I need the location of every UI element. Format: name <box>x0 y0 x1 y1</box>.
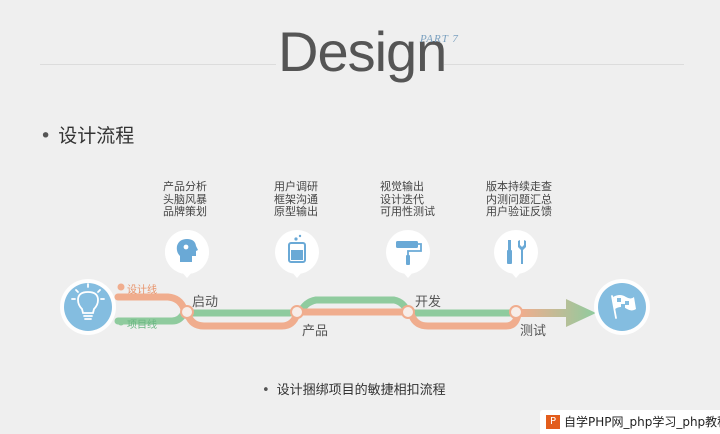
bullet: • <box>262 383 270 398</box>
step-text-4: 版本持续走查内测问题汇总用户验证反馈 <box>486 180 552 218</box>
head-profile-icon <box>176 239 198 262</box>
step-text-2: 用户调研框架沟通原型输出 <box>274 180 318 218</box>
checkered-flag-icon <box>611 295 636 319</box>
paint-roller-icon <box>396 241 422 265</box>
design-line-label: 设计线 <box>127 285 157 296</box>
stage-label-test: 测试 <box>520 324 547 339</box>
section-heading: • 设计流程 <box>40 121 134 148</box>
bubble-step-1 <box>164 230 209 278</box>
stage-label-develop: 开发 <box>415 295 442 310</box>
project-line-dot <box>117 318 125 326</box>
stage-label-product: 产品 <box>302 324 329 339</box>
end-circle <box>594 279 650 335</box>
project-line-label: 项目线 <box>127 320 157 331</box>
title-rule-right <box>444 64 684 65</box>
step-text-1: 产品分析头脑风暴品牌策划 <box>163 180 207 218</box>
junction-nodes <box>180 305 523 319</box>
bubble-step-4 <box>494 230 538 278</box>
stage-label-start: 启动 <box>192 295 219 310</box>
beaker-icon <box>288 234 306 263</box>
section-heading-text: 设计流程 <box>58 125 135 147</box>
title-rule-left <box>40 64 276 65</box>
page-title: Design <box>278 20 447 83</box>
node-test <box>509 305 523 319</box>
lightbulb-icon <box>71 283 105 320</box>
step-text-3: 视觉输出设计迭代可用性测试 <box>380 180 435 218</box>
bullet: • <box>40 125 52 147</box>
design-line-dot <box>117 283 125 291</box>
end-arrow <box>520 299 596 327</box>
bubble-step-2 <box>275 230 319 278</box>
watermark: P 自学PHP网_php学习_php教程 <box>540 410 720 434</box>
start-circle <box>60 279 116 335</box>
node-start <box>180 305 194 319</box>
footer-note: • 设计捆绑项目的敏捷相扣流程 <box>262 379 446 398</box>
footer-note-text: 设计捆绑项目的敏捷相扣流程 <box>276 383 446 398</box>
bubble-step-3 <box>386 230 430 278</box>
watermark-text: 自学PHP网_php学习_php教程 <box>564 415 720 429</box>
part-label: PART 7 <box>420 33 459 45</box>
watermark-logo-icon: P <box>546 414 560 429</box>
node-product <box>290 305 304 319</box>
tools-icon <box>507 240 526 264</box>
node-develop <box>401 305 415 319</box>
